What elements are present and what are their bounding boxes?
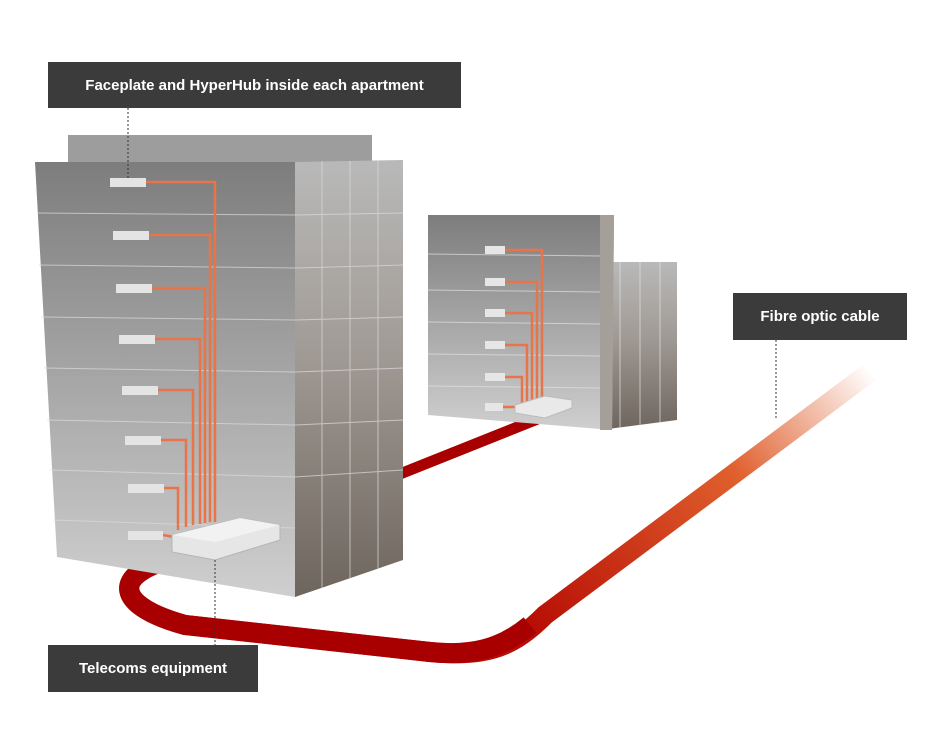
small-telecoms-box bbox=[514, 395, 573, 419]
faceplate-label: Faceplate and HyperHub inside each apart… bbox=[48, 62, 461, 108]
faceplates bbox=[110, 178, 164, 540]
leader-lines bbox=[127, 108, 777, 645]
small-building bbox=[427, 215, 677, 430]
telecoms-equipment-label: Telecoms equipment bbox=[48, 645, 258, 692]
riser-cables bbox=[146, 180, 217, 539]
large-building bbox=[35, 135, 404, 597]
fibre-cable-label: Fibre optic cable bbox=[733, 293, 907, 340]
